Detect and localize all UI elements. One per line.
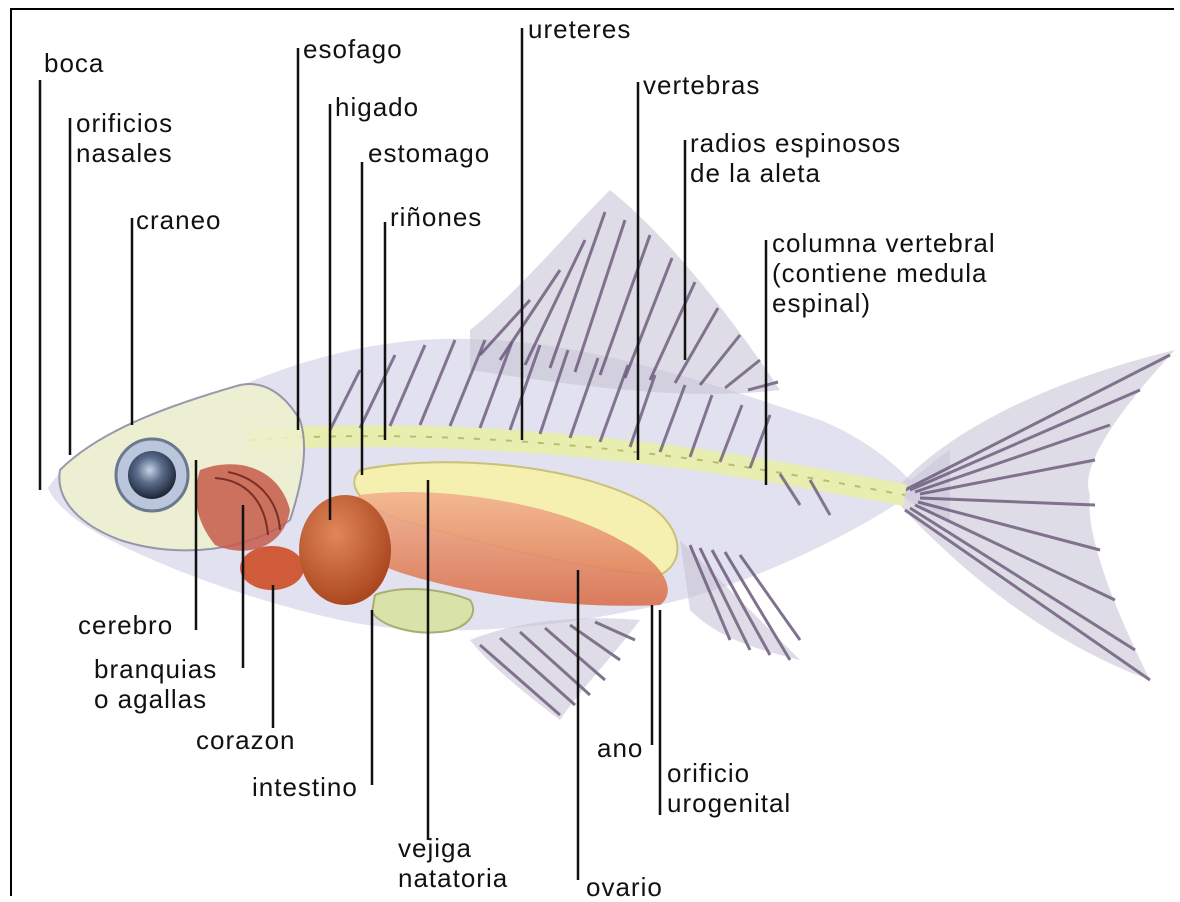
label-esofago: esofago [303,34,403,64]
label-ano: ano [597,733,643,763]
label-branquias-line2: o agallas [94,684,217,714]
caudal-fin [900,350,1175,680]
label-ureteres: ureteres [528,14,631,44]
label-orificio-urogenital: orificio urogenital [667,758,791,818]
label-orificios-nasales-line2: nasales [76,138,173,168]
label-higado: higado [335,92,419,122]
label-boca: boca [44,48,104,78]
label-columna-vertebral-line2: (contiene medula [772,258,996,288]
label-vertebras: vertebras [643,70,760,100]
pelvic-fin [470,618,640,720]
liver-illustration [299,495,391,605]
label-rinones: riñones [390,202,482,232]
label-radios-espinosos-line1: radios espinosos [690,128,901,158]
label-orificio-urogenital-line2: urogenital [667,788,791,818]
label-vejiga-natatoria: vejiga natatoria [398,833,508,893]
label-corazon: corazon [196,725,296,755]
label-columna-vertebral: columna vertebral (contiene medula espin… [772,228,996,318]
label-orificio-urogenital-line1: orificio [667,758,791,788]
label-cerebro: cerebro [78,610,173,640]
label-vejiga-natatoria-line1: vejiga [398,833,508,863]
label-branquias: branquias o agallas [94,654,217,714]
dorsal-fin [470,190,780,394]
label-columna-vertebral-line3: espinal) [772,288,996,318]
label-branquias-line1: branquias [94,654,217,684]
label-orificios-nasales-line1: orificios [76,108,173,138]
label-intestino: intestino [252,772,358,802]
label-vejiga-natatoria-line2: natatoria [398,863,508,893]
label-radios-espinosos: radios espinosos de la aleta [690,128,901,188]
label-orificios-nasales: orificios nasales [76,108,173,168]
label-estomago: estomago [368,138,490,168]
label-columna-vertebral-line1: columna vertebral [772,228,996,258]
label-radios-espinosos-line2: de la aleta [690,158,901,188]
heart-illustration [240,546,304,590]
label-ovario: ovario [586,872,663,902]
label-craneo: craneo [136,205,222,235]
